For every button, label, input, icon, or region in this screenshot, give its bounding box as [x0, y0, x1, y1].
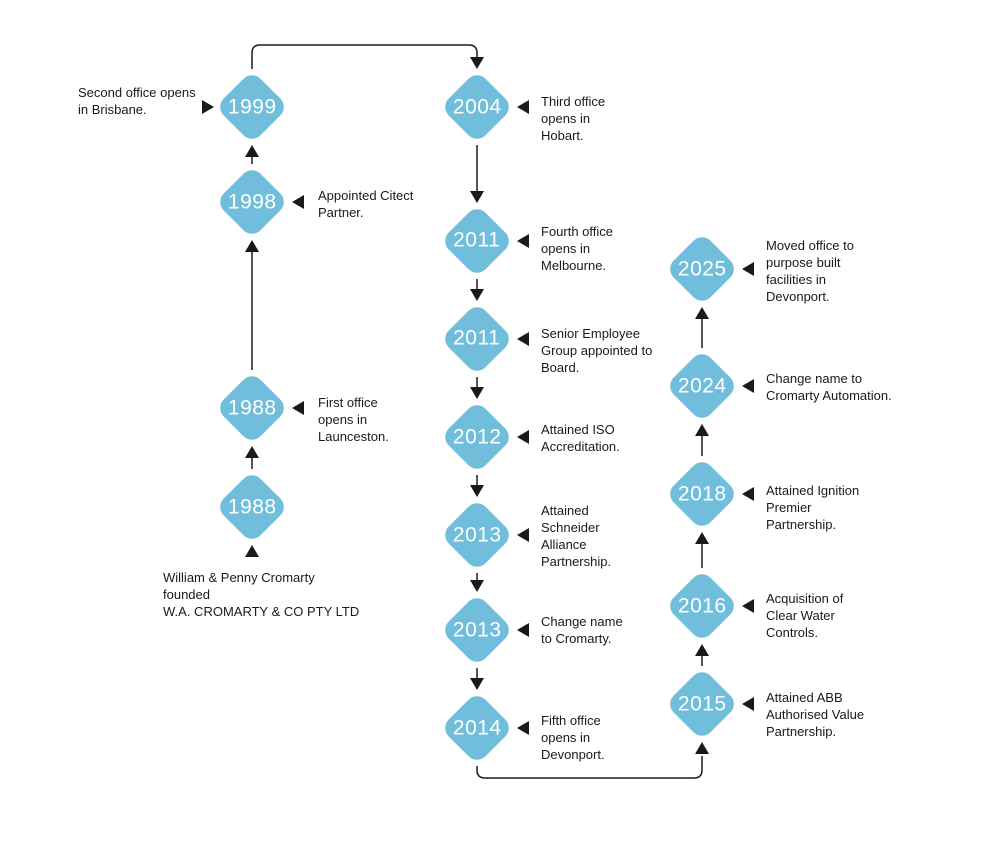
arrowhead-down-2004-2011 [470, 191, 484, 203]
label-2012: Attained ISO Accreditation. [541, 422, 620, 454]
founding-line-3: W.A. CROMARTY & CO PTY LTD [163, 604, 360, 619]
connector-1999-2004-elbow [251, 44, 478, 69]
arrowhead-up-2016-2018 [695, 532, 709, 544]
label-1998: Appointed Citect Partner. [318, 188, 414, 220]
label-2016: Acquisition of Clear Water Controls. [766, 591, 844, 640]
pointer-left-2011a-label [517, 234, 529, 248]
label-2011-melbourne: Fourth office opens in Melbourne. [541, 224, 614, 273]
founding-line-2: founded [163, 587, 210, 602]
label-2013-rename: Change name to Cromarty. [541, 614, 623, 646]
arrowhead-up-2018-2024 [695, 424, 709, 436]
pointer-right-1999-label [202, 100, 214, 114]
label-2013-schneider: Attained Schneider Alliance Partnership. [541, 503, 612, 569]
arrowhead-up-2024-2025 [695, 307, 709, 319]
arrowhead-down-2011-2011 [470, 289, 484, 301]
label-founding: William & Penny Cromarty founded W.A. CR… [163, 569, 433, 620]
year-text: 2011 [453, 326, 501, 350]
pointer-left-2025-label [742, 262, 754, 276]
pointer-left-2013a-label [517, 528, 529, 542]
year-text: 2013 [452, 523, 502, 546]
year-text: 2004 [452, 95, 502, 118]
arrowhead-down-2011-2012 [470, 387, 484, 399]
pointer-left-2018-label [742, 487, 754, 501]
pointer-left-2016-label [742, 599, 754, 613]
year-text: 2016 [677, 594, 727, 617]
pointer-left-2015-label [742, 697, 754, 711]
pointer-left-2013b-label [517, 623, 529, 637]
founding-line-1: William & Penny Cromarty [163, 570, 315, 585]
label-2004: Third office opens in Hobart. [541, 94, 606, 143]
arrowhead-up-1988a-1998 [245, 240, 259, 252]
year-text: 2014 [452, 716, 502, 739]
arrowhead-down-1999-2004 [470, 57, 484, 69]
arrowhead-down-2012-2013 [470, 485, 484, 497]
pointer-left-2024-label [742, 379, 754, 393]
label-2024: Change name to Cromarty Automation. [766, 371, 892, 403]
pointer-left-2014-label [517, 721, 529, 735]
label-1999: Second office opens in Brisbane. [78, 85, 196, 117]
year-text: 2015 [677, 692, 727, 715]
arrowhead-up-1998-1999 [245, 145, 259, 157]
year-text: 1988 [227, 396, 277, 419]
year-text: 2018 [677, 482, 727, 505]
year-text: 2025 [677, 257, 727, 280]
arrowhead-up-1988b-1988a [245, 446, 259, 458]
year-text: 2013 [452, 618, 502, 641]
arrowhead-up-2014-2015 [695, 742, 709, 754]
pointer-left-1998-label [292, 195, 304, 209]
label-2011-board: Senior Employee Group appointed to Board… [541, 326, 653, 375]
arrowhead-up-2015-2016 [695, 644, 709, 656]
year-text: 1998 [227, 190, 277, 213]
year-text: 2011 [453, 228, 501, 252]
label-2014: Fifth office opens in Devonport. [541, 713, 605, 762]
year-text: 1988 [227, 495, 277, 518]
label-2025: Moved office to purpose built facilities… [766, 238, 854, 304]
label-2015: Attained ABB Authorised Value Partnershi… [766, 690, 865, 739]
label-2018: Attained Ignition Premier Partnership. [766, 483, 860, 532]
year-text: 2012 [452, 425, 502, 448]
label-1988-first-office: First office opens in Launceston. [318, 395, 389, 444]
arrowhead-down-2013-2013 [470, 580, 484, 592]
pointer-left-2011b-label [517, 332, 529, 346]
year-text: 1999 [227, 95, 277, 118]
pointer-left-2004-label [517, 100, 529, 114]
arrowhead-down-2013-2014 [470, 678, 484, 690]
pointer-left-1988a-label [292, 401, 304, 415]
arrowhead-up-founding-1988 [245, 545, 259, 557]
year-text: 2024 [677, 374, 727, 397]
pointer-left-2012-label [517, 430, 529, 444]
connector-2014-2015-elbow [476, 756, 703, 779]
